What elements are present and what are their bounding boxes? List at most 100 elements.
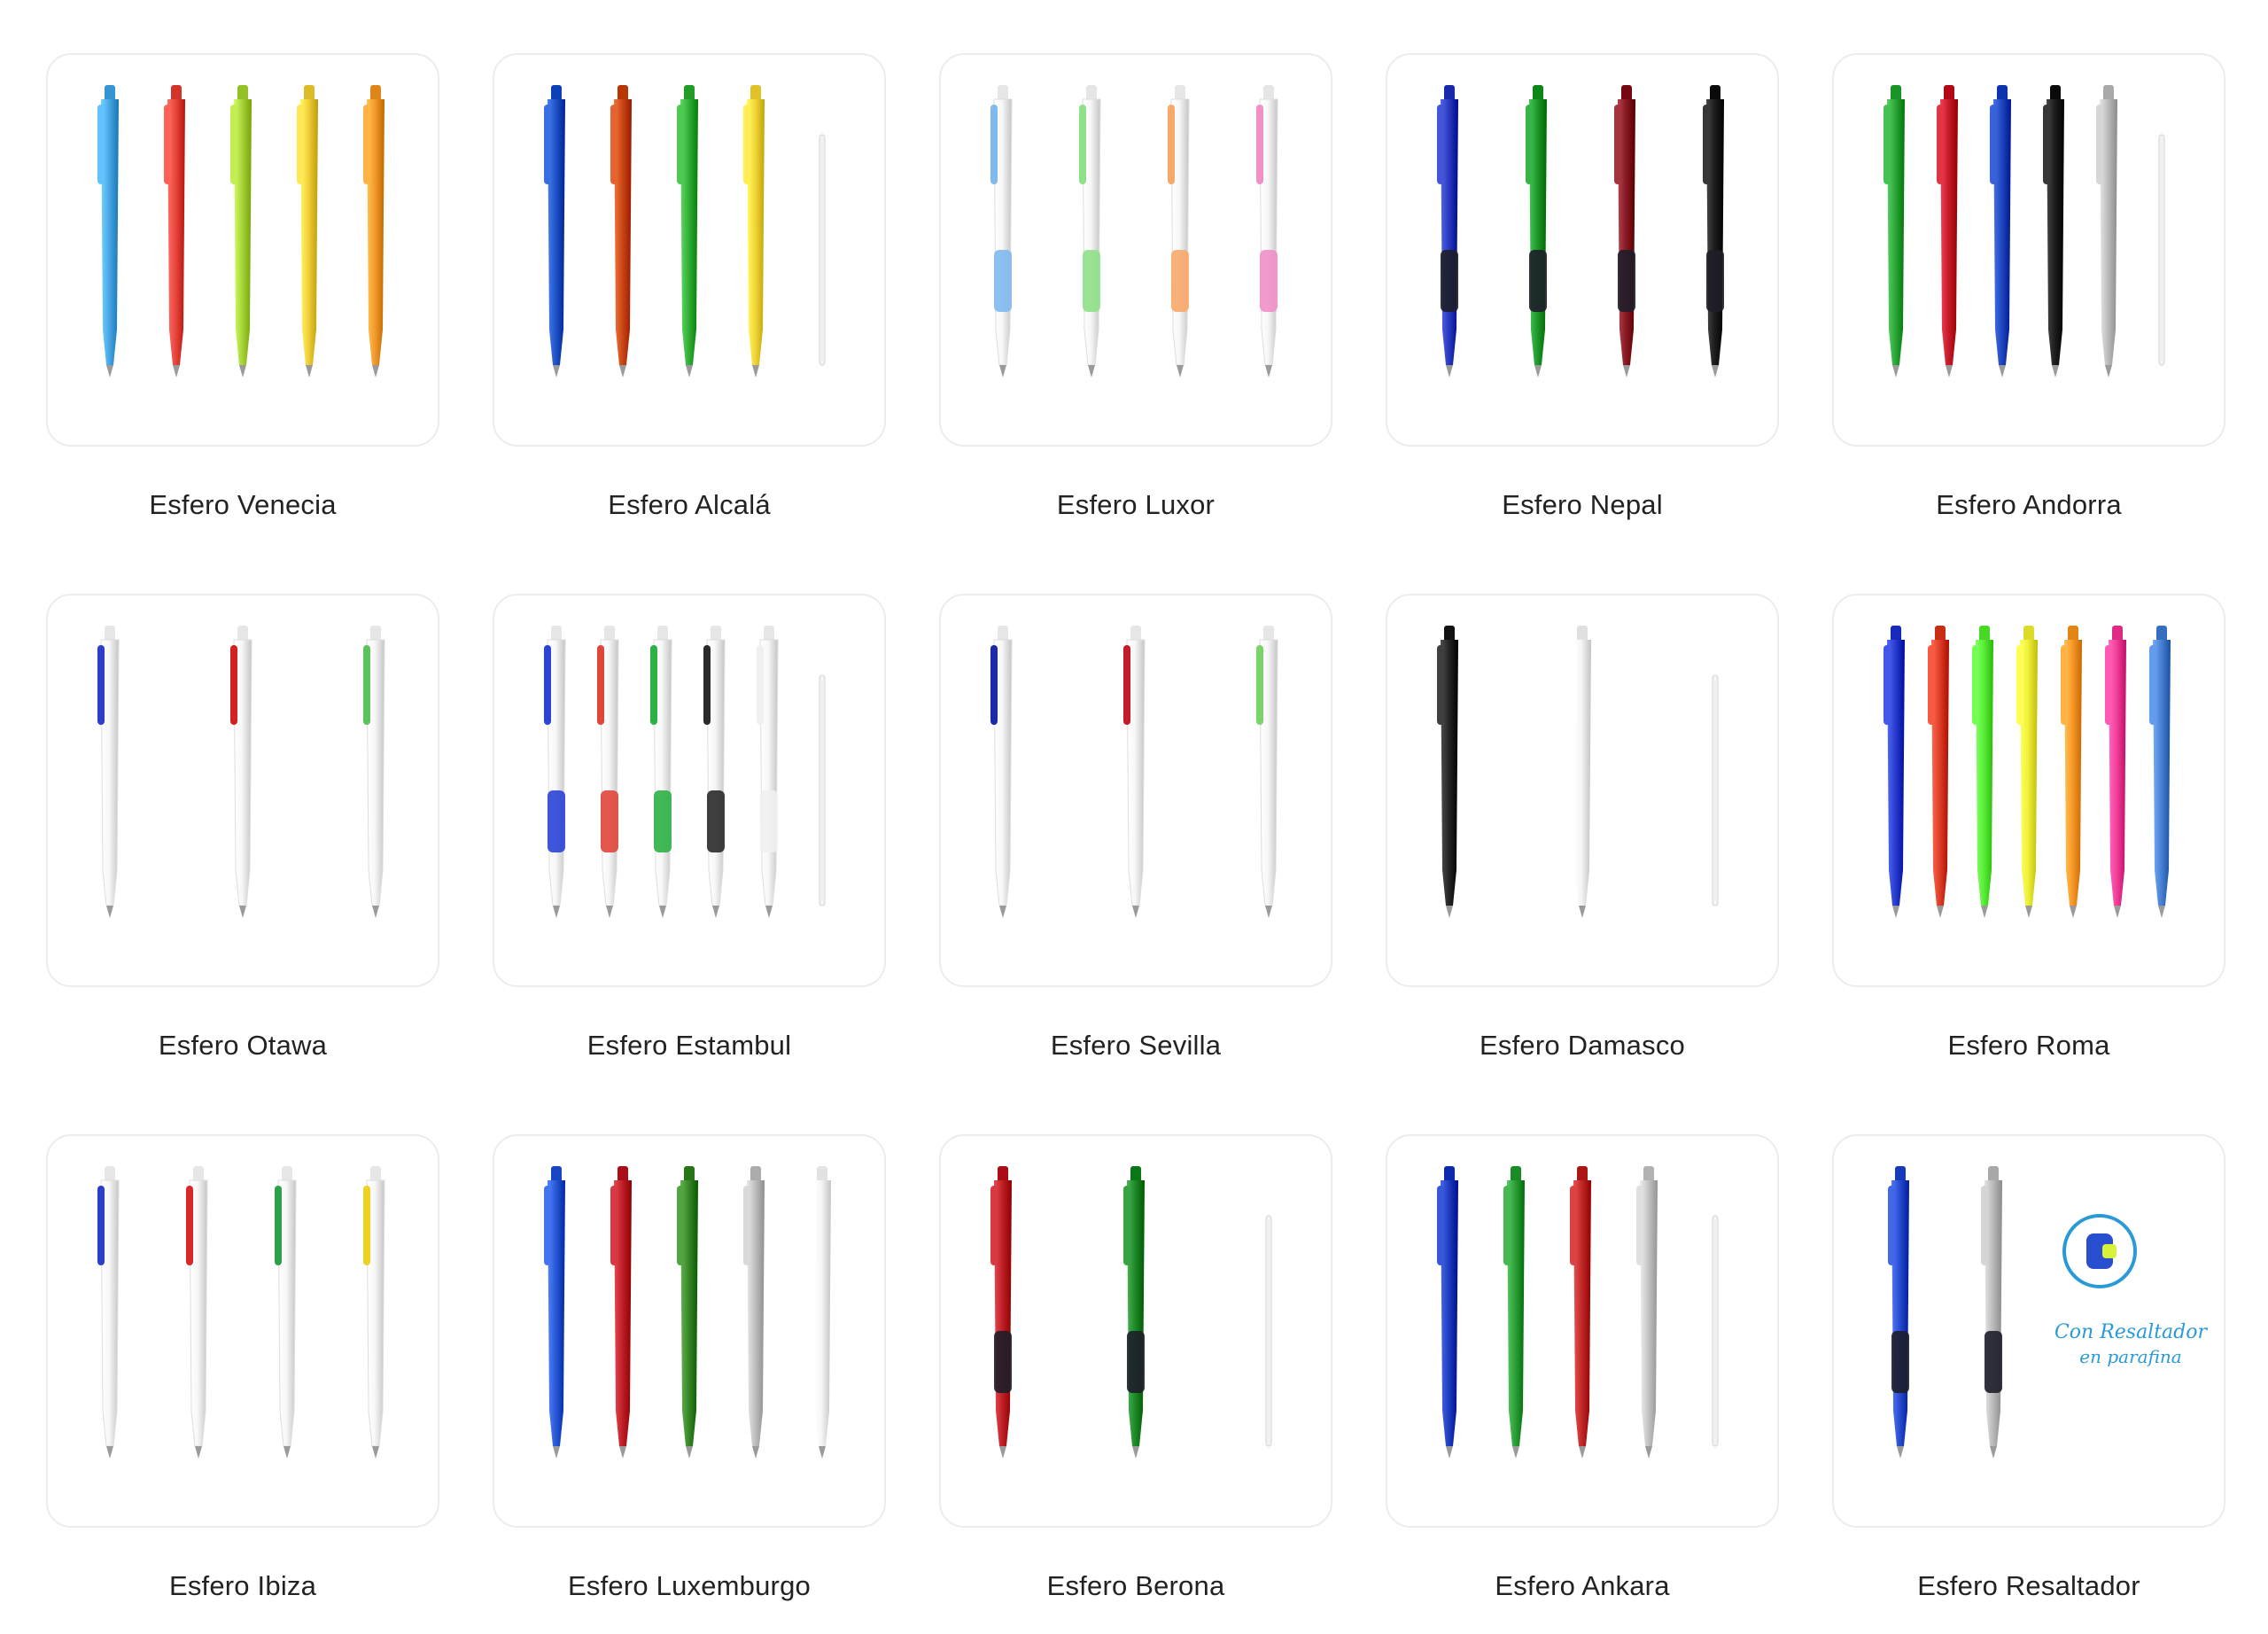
pen [1570,1166,1591,1459]
pen [2061,626,2082,918]
pen [1526,85,1547,377]
pen [2149,626,2171,918]
product-name[interactable]: Esfero Ankara [1495,1570,1670,1601]
pen [2105,626,2126,918]
refill [1712,674,1719,906]
pen-set-illustration [544,626,826,918]
pen-set-illustration [1437,626,1719,918]
pen [1437,1166,1458,1459]
pen [186,1166,208,1459]
pen-set-illustration [1884,85,2165,377]
pen [810,1166,831,1459]
product-card[interactable]: Esfero Otawa [46,594,439,1061]
product-name[interactable]: Esfero Sevilla [1050,1030,1222,1061]
product-image[interactable] [46,1134,439,1528]
product-name[interactable]: Esfero Luxemburgo [568,1570,811,1601]
product-name[interactable]: Esfero Luxor [1056,489,1216,520]
product-card[interactable]: Esfero Luxor [939,53,1332,520]
product-image[interactable] [46,594,439,987]
product-card[interactable]: Esfero Ibiza [46,1134,439,1601]
product-name[interactable]: Esfero Roma [1947,1030,2110,1061]
pen-set-illustration [990,626,1278,918]
pen [597,626,619,918]
product-name[interactable]: Esfero Otawa [158,1030,328,1061]
product-card[interactable]: Esfero Berona [939,1134,1332,1601]
pen [275,1166,297,1459]
product-name[interactable]: Esfero Berona [1046,1570,1225,1601]
pen [1884,626,1905,918]
pen [1888,1166,1909,1459]
pen [650,626,672,918]
product-card[interactable]: Esfero Roma [1832,594,2225,1061]
product-image[interactable] [1386,53,1779,447]
product-image[interactable] [493,53,886,447]
product-name[interactable]: Esfero Alcalá [608,489,771,520]
product-image[interactable] [46,53,439,447]
product-card[interactable]: Esfero Sevilla [939,594,1332,1061]
product-card[interactable]: Esfero Damasco [1386,594,1779,1061]
pen [1972,626,1993,918]
product-image[interactable] [939,594,1332,987]
product-name[interactable]: Esfero Ibiza [168,1570,317,1601]
product-image[interactable] [939,1134,1332,1528]
pen [97,1166,120,1459]
pen [610,85,632,377]
product-card[interactable]: Esfero Luxemburgo [493,1134,886,1601]
pen [544,626,566,918]
pen-set-illustration [990,1166,1272,1459]
product-image[interactable] [1386,594,1779,987]
pen [1437,85,1458,377]
pen-set-illustration: Con Resaltador en parafina [1888,1166,2209,1459]
pen [544,1166,565,1459]
pen [743,1166,765,1459]
pen [363,1166,385,1459]
product-image[interactable] [1832,594,2225,987]
callout-text-1: Con Resaltador [2054,1321,2209,1343]
product-card[interactable]: Esfero Alcalá [493,53,886,520]
pen-set-illustration [97,626,385,918]
product-name[interactable]: Esfero Estambul [586,1030,792,1061]
product-image[interactable] [1832,53,2225,447]
callout-text-2: en parafina [2079,1346,2181,1367]
product-card[interactable]: Esfero Nepal [1386,53,1779,520]
product-name[interactable]: Esfero Resaltador [1917,1570,2140,1601]
pen [1123,626,1146,918]
product-name[interactable]: Esfero Nepal [1502,489,1663,520]
pen [990,85,1013,377]
pen [2096,85,2117,377]
pen [743,85,765,377]
refill [1712,1215,1719,1447]
pen [297,85,318,377]
pen-set-illustration [1437,85,1724,377]
product-image[interactable] [493,1134,886,1528]
product-image[interactable] [493,594,886,987]
product-name[interactable]: Esfero Venecia [149,489,337,520]
pen [230,626,252,918]
pen [1079,85,1101,377]
pen [610,1166,632,1459]
pen-set-illustration [544,85,826,377]
product-card[interactable]: Esfero Estambul [493,594,886,1061]
pen [1123,1166,1145,1459]
product-image[interactable]: Con Resaltador en parafina [1832,1134,2225,1528]
pen-set-illustration [1884,626,2171,918]
product-card[interactable]: Esfero Andorra [1832,53,2225,520]
pen [1614,85,1635,377]
product-name[interactable]: Esfero Damasco [1480,1030,1685,1061]
pen [164,85,185,377]
pen [363,626,385,918]
pen [1884,85,1905,377]
pen [363,85,384,377]
product-name[interactable]: Esfero Andorra [1936,489,2122,520]
product-image[interactable] [939,53,1332,447]
pen-set-illustration [990,85,1278,377]
pen [2016,626,2038,918]
pen [677,1166,698,1459]
pen [1437,626,1458,918]
product-card[interactable]: Esfero Venecia [46,53,439,520]
pen [1168,85,1190,377]
product-image[interactable] [1386,1134,1779,1528]
product-card[interactable]: Esfero Ankara [1386,1134,1779,1601]
